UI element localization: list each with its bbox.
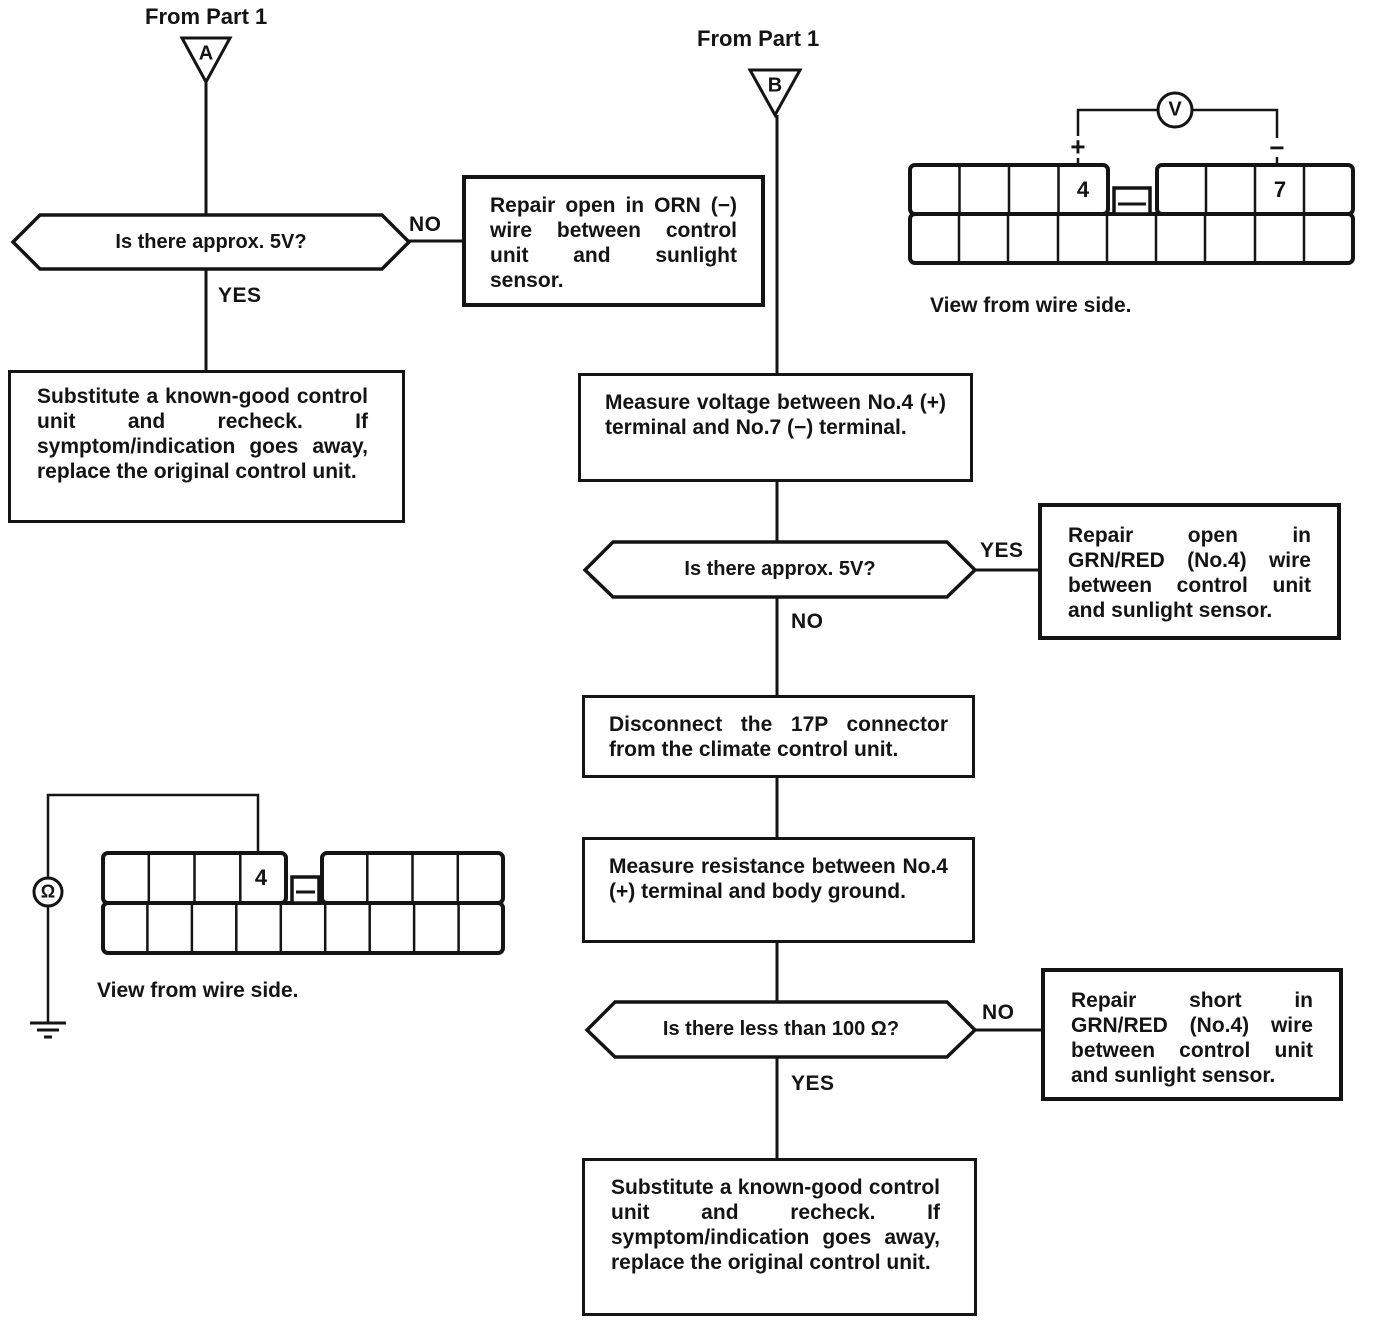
decision-less-than-100-ohm: Is there less than 100 Ω? [662,1018,900,1040]
connector-cell-dividers [957,165,1306,263]
triangle-connector-a [179,36,233,86]
terminal-7-label: 7 [1273,177,1287,202]
box-substitute-control-unit-a: Substitute a known-good control unit and… [8,370,405,523]
triangle-connector-b [747,68,803,119]
plus-probe-label: + [1070,131,1086,162]
voltmeter-view-caption: View from wire side. [930,294,1132,317]
connector-cell-dividers [146,853,460,953]
terminal-4-label: 4 [1076,177,1090,202]
from-part1-b-title: From Part 1 [697,26,820,51]
connector-key-tab [1112,186,1152,216]
ohmmeter-icon [32,876,64,908]
hexagon-q1 [10,213,412,271]
connector-bottom-row [908,212,1355,265]
voltmeter-icon [1156,91,1194,129]
connector-bottom-row [101,901,505,955]
q3-no-label: NO [982,1001,1015,1024]
box-substitute-control-unit-b: Substitute a known-good control unit and… [582,1158,977,1316]
ohmmeter-wire [46,793,260,1022]
minus-probe-label: − [1269,132,1285,163]
ground-icon [30,1021,66,1039]
from-part1-a-title: From Part 1 [145,4,268,29]
ohmmeter-view-caption: View from wire side. [97,979,299,1002]
q1-yes-label: YES [218,284,262,307]
q1-no-label: NO [409,213,442,236]
q3-yes-label: YES [791,1072,835,1095]
connector-b-letter: B [767,74,783,97]
voltmeter-connector-diagram [908,91,1355,265]
box-measure-voltage: Measure voltage between No.4 (+) termina… [578,373,973,482]
terminal-4-label: 4 [254,865,268,890]
q2-no-label: NO [791,610,824,633]
connector-key-tab [290,875,321,905]
q2-yes-label: YES [980,539,1024,562]
box-measure-resistance: Measure resistance between No.4 (+) term… [582,837,975,943]
decision-approx-5v-a: Is there approx. 5V? [115,230,307,253]
box-disconnect-17p: Disconnect the 17P connector from the cl… [582,695,975,778]
box-repair-short-grn-red: Repair short in GRN/RED (No.4) wire betw… [1041,968,1343,1101]
box-repair-open-grn-red: Repair open in GRN/RED (No.4) wire betwe… [1038,503,1341,640]
connector-a-letter: A [198,42,214,65]
ohmmeter-symbol: Ω [40,881,56,902]
hexagon-q3 [584,1000,978,1059]
ohmmeter-connector-diagram [30,793,505,1039]
decision-approx-5v-b: Is there approx. 5V? [684,558,876,580]
voltmeter-symbol: V [1168,98,1182,121]
hexagon-q2 [582,540,978,599]
box-repair-open-orn: Repair open in ORN (−) wire between cont… [462,175,765,307]
